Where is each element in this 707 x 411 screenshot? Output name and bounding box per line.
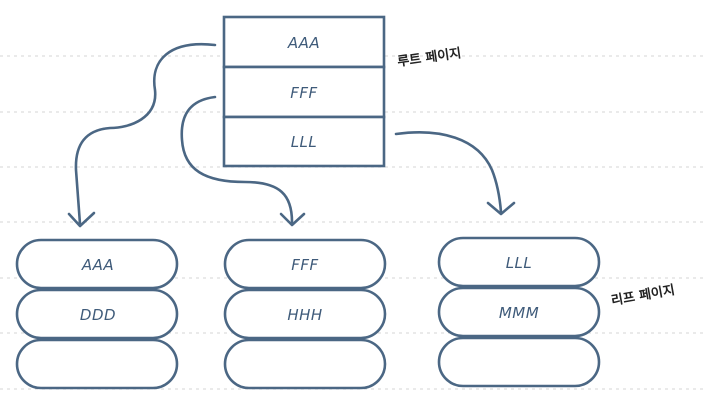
root-cell-2 (222, 65, 386, 119)
arrowhead-leaf-3 (486, 201, 516, 216)
arrow-to-leaf-3 (394, 131, 503, 214)
leaf-page-label: 리프 페이지 (610, 282, 676, 309)
arrow-to-leaf-2 (180, 95, 294, 224)
arrowhead-leaf-1 (67, 211, 96, 228)
leaf-1-cell-1 (15, 238, 179, 290)
root-page: AAA FFF LLL (222, 15, 386, 168)
leaf-1-cell-2-label: DDD (80, 306, 116, 324)
pointer-arrows (67, 42, 516, 228)
leaf-page-3: LLL MMM (437, 236, 601, 388)
root-cell-1 (222, 15, 386, 69)
leaf-2-cell-3 (223, 338, 387, 390)
leaf-3-cell-1-label: LLL (506, 254, 533, 272)
root-cell-2-label: FFF (290, 84, 317, 102)
leaf-page-1: AAA DDD (15, 238, 179, 390)
leaf-3-cell-3 (437, 336, 601, 388)
root-page-label: 루트 페이지 (396, 45, 462, 70)
leaf-page-2: FFF HHH (223, 238, 387, 390)
leaf-1-cell-2 (15, 288, 179, 340)
root-cell-3 (222, 115, 386, 168)
leaf-3-cell-1 (437, 236, 601, 288)
leaf-2-cell-1-label: FFF (291, 256, 318, 274)
arrow-to-leaf-1 (74, 42, 217, 226)
leaf-1-cell-1-label: AAA (81, 256, 114, 274)
root-cell-1-label: AAA (287, 34, 320, 52)
leaf-3-cell-2 (437, 286, 601, 338)
leaf-2-cell-2 (223, 288, 387, 340)
arrowhead-leaf-2 (279, 212, 306, 227)
leaf-3-cell-2-label: MMM (499, 304, 539, 322)
leaf-2-cell-1 (223, 238, 387, 290)
leaf-2-cell-2-label: HHH (287, 306, 322, 324)
leaf-1-cell-3 (15, 338, 179, 390)
root-cell-3-label: LLL (291, 133, 318, 151)
